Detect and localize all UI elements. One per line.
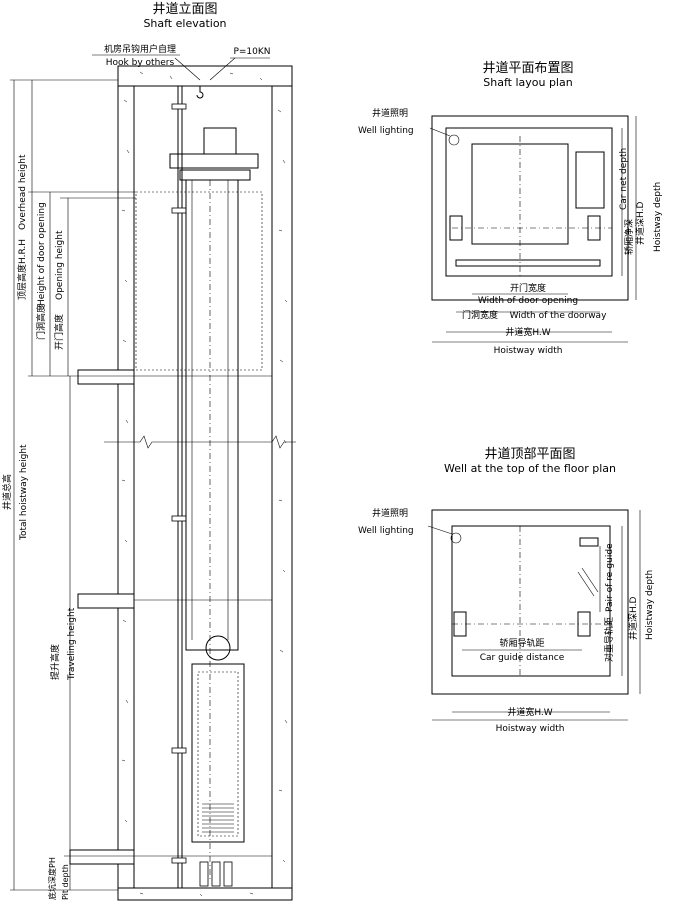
- plan-title-zh: 井道平面布置图: [482, 61, 573, 76]
- door-width-en: Width of door opening: [478, 296, 578, 306]
- elevation-title-en: Shaft elevation: [143, 17, 226, 30]
- elevation-title-zh: 井道立面图: [152, 2, 217, 17]
- doorway-width-zh: 门洞宽度: [462, 309, 498, 321]
- top-dimension-lines: [432, 510, 641, 721]
- car-sheave: [205, 635, 231, 661]
- doorway-width-en: Width of the doorway: [510, 311, 607, 321]
- car-depth-en: Car net depth: [619, 148, 629, 210]
- counterweight-frame: [191, 663, 245, 843]
- door-frame-dashed: [135, 191, 263, 371]
- total-height-label-zh: 井道总高: [1, 474, 13, 510]
- floor-slab-bottom: [69, 849, 135, 865]
- well-light-icon: [448, 134, 460, 146]
- plan-hd-zh: 井道深H.D: [634, 202, 646, 245]
- door-width-zh: 开门宽度: [510, 282, 546, 294]
- top-light-leader: [427, 525, 453, 535]
- right-wall: [271, 85, 293, 899]
- top-slab: [117, 65, 293, 87]
- hook-icon: [196, 86, 204, 99]
- hook-label-en: Hook by others: [106, 58, 175, 68]
- shaft-top-plan: 井道顶部平面图 Well at the top of the floor pla…: [358, 447, 655, 734]
- rail-brackets: [171, 103, 187, 864]
- top-title-zh: 井道顶部平面图: [484, 447, 575, 462]
- top-well-light-icon: [450, 532, 462, 544]
- top-outer-wall: [431, 509, 629, 695]
- cw-guide-zh: 对重导轨距: [603, 617, 615, 662]
- top-light-en: Well lighting: [358, 526, 414, 536]
- pit-floor: [117, 887, 293, 901]
- counterweight-blocks: [202, 803, 234, 833]
- cw-guide-en: Pair of re-guide: [605, 543, 615, 612]
- top-hw-zh: 井道宽H.W: [507, 706, 552, 718]
- plan-dimension-lines: [432, 116, 637, 343]
- plan-hw-zh: 井道宽H.W: [505, 326, 550, 338]
- overhead-label-en: Overhead height: [18, 154, 28, 230]
- left-wall: [117, 85, 135, 899]
- plan-hw-en: Hoistway width: [494, 346, 563, 356]
- dimension-lines: [10, 79, 136, 891]
- break-line: [104, 435, 296, 449]
- counterweight-inner: [197, 671, 239, 837]
- concrete-hatch: [121, 71, 288, 897]
- car-sling: [185, 179, 239, 651]
- floor-slab-top: [77, 369, 135, 385]
- top-rail-left: [453, 611, 467, 637]
- car-depth-zh: 轿厢净深: [623, 219, 635, 255]
- machine-beam: [169, 153, 259, 169]
- plan-inner-wall: [445, 127, 613, 277]
- plan-hd-en: Hoistway depth: [653, 182, 663, 252]
- hook-leader: [174, 57, 201, 81]
- load-label: P=10KN: [233, 47, 270, 57]
- top-light-zh: 井道照明: [372, 507, 408, 519]
- door-opening-label-en: Height of door opening: [37, 202, 47, 306]
- overhead-label-zh: 顶层高度H.R.H: [16, 239, 28, 300]
- shaft-layout-plan: 井道平面布置图 Shaft layou plan 井道照明 Well light…: [358, 61, 663, 356]
- counterweight-plan: [575, 151, 605, 209]
- guide-distance-zh: 轿厢导轨距: [499, 637, 544, 649]
- pit-depth-label-zh: 底坑深度PH: [47, 857, 57, 900]
- shaft-elevation: 井道立面图 Shaft elevation 机房吊钩用户自理 Hook by o…: [1, 2, 296, 901]
- pit-depth-label-en: Pit depth: [61, 864, 70, 900]
- plan-outer-wall: [431, 115, 629, 301]
- rail-left-plan: [449, 215, 463, 241]
- opening-height-label-zh: 开门高度: [53, 314, 65, 350]
- total-height-label-en: Total hoistway height: [19, 444, 29, 541]
- rail-right-plan: [587, 215, 601, 241]
- top-inner-wall: [451, 525, 611, 677]
- door-opening-label-zh: 门洞高度: [35, 304, 47, 340]
- opening-height-label-en: Opening height: [55, 230, 65, 300]
- travel-height-label-en: Traveling height: [67, 607, 77, 681]
- top-rail-right: [577, 611, 591, 637]
- door-sill: [455, 259, 601, 267]
- light-leader: [429, 127, 451, 137]
- top-beam: [179, 169, 251, 181]
- top-title-en: Well at the top of the floor plan: [444, 462, 616, 475]
- traction-machine: [203, 127, 237, 155]
- pit-buffers: [199, 861, 233, 887]
- plan-light-zh: 井道照明: [372, 107, 408, 119]
- guide-distance-en: Car guide distance: [480, 653, 565, 663]
- top-hd-en: Hoistway depth: [645, 570, 655, 640]
- top-cw-rail: [579, 537, 599, 547]
- travel-height-label-zh: 提升高度: [49, 644, 61, 680]
- plan-title-en: Shaft layou plan: [483, 76, 572, 89]
- hook-label-zh: 机房吊钩用户自理: [104, 43, 176, 55]
- top-hw-en: Hoistway width: [496, 724, 565, 734]
- plan-light-en: Well lighting: [358, 126, 414, 136]
- top-bracket: [577, 567, 599, 597]
- load-leader: [209, 57, 236, 81]
- floor-slab-mid: [77, 593, 135, 609]
- top-hd-zh: 井道深H.D: [627, 597, 639, 640]
